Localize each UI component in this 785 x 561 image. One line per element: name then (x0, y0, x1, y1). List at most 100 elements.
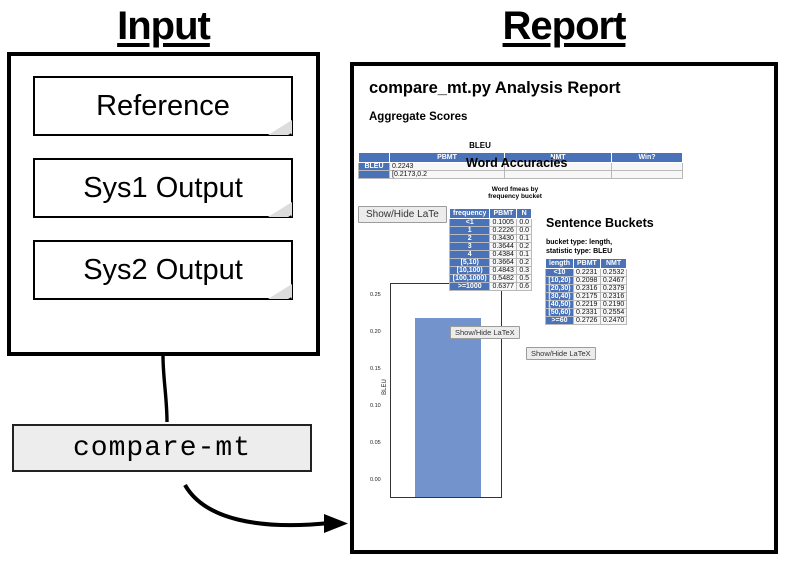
chart1-ytick: 0.00 (370, 477, 381, 483)
col-nmt: N (516, 208, 533, 219)
table-header-row: length PBMT NMT (545, 258, 628, 269)
input-document-label: Sys2 Output (83, 253, 243, 286)
chart1-ytick: 0.05 (370, 440, 381, 446)
col-pbmt: PBMT (489, 208, 518, 219)
cell-nmt: 0.5 (516, 274, 533, 283)
bucket-type-note: bucket type: length, statistic type: BLE… (546, 239, 613, 256)
cell-frequency: <1 (448, 218, 491, 227)
report-section-heading: Report (502, 4, 627, 48)
page-fold-icon (268, 284, 292, 299)
bleu-caption-text: BLEU (469, 141, 491, 150)
table-header-row: frequency PBMT N (448, 208, 533, 219)
cell-ci-nmt (504, 170, 612, 179)
sentence-buckets-heading: Sentence Buckets (546, 216, 654, 230)
cell-nmt: 0.2316 (599, 292, 628, 301)
cell-pbmt: 0.2331 (573, 308, 601, 317)
cell-nmt: 0.0 (516, 226, 533, 235)
cell-pbmt: 0.3664 (489, 258, 518, 267)
cell-pbmt: 0.6377 (489, 282, 518, 291)
cell-nmt: 0.1 (516, 250, 533, 259)
input-document-sys2[interactable]: Sys2 Output (33, 240, 293, 300)
show-hide-latex-button-1[interactable]: Show/Hide LaTe (358, 206, 447, 223)
cell-pbmt: 0.3430 (489, 234, 518, 243)
cell-frequency: [5,10) (448, 258, 491, 267)
cell-nmt: 0.2 (516, 258, 533, 267)
cell-pbmt: 0.2226 (489, 226, 518, 235)
input-document-sys1[interactable]: Sys1 Output (33, 158, 293, 218)
chart1-ytick: 0.15 (370, 366, 381, 372)
aggregate-bleu-chart: BLEU 0.25 0.20 0.15 0.10 0.05 0.00 (370, 283, 502, 498)
input-section-heading: Input (117, 4, 211, 48)
cell-length: [20,30) (545, 284, 574, 293)
cell-pbmt: 0.2219 (573, 300, 601, 309)
input-document-reference[interactable]: Reference (33, 76, 293, 136)
cell-length: [50,60) (545, 308, 574, 317)
cell-nmt: 0.2190 (599, 300, 628, 309)
cell-pbmt: 0.4843 (489, 266, 518, 275)
cell-ci-pbmt: [0.2173,0.2 (389, 170, 505, 179)
show-hide-latex-button-3[interactable]: Show/Hide LaTeX (526, 347, 596, 360)
cell-pbmt: 0.2175 (573, 292, 601, 301)
row-label-ci (358, 170, 390, 179)
input-panel: Reference Sys1 Output Sys2 Output (7, 52, 320, 356)
cell-nmt: 0.1 (516, 234, 533, 243)
cell-frequency: 1 (448, 226, 491, 235)
cell-length: >=60 (545, 316, 574, 325)
chart1-ylabel: BLEU (381, 379, 388, 395)
aggregate-bleu-table: PBMT NMT Win? BLEU 0.2243 [0.2173,0.2 (358, 152, 683, 179)
cell-nmt: 0.2470 (599, 316, 628, 325)
flow-arrows (161, 355, 348, 533)
cell-frequency: [100,1000) (448, 274, 491, 283)
cell-pbmt: 0.2726 (573, 316, 601, 325)
chart1-ytick: 0.25 (370, 292, 381, 298)
cell-nmt: 0.2 (516, 242, 533, 251)
cell-nmt: 0.2532 (599, 268, 628, 277)
cell-pbmt: 0.2231 (573, 268, 601, 277)
cell-ci-win (611, 170, 683, 179)
report-panel: compare_mt.py Analysis Report Aggregate … (350, 62, 778, 554)
cell-pbmt: 0.2098 (573, 276, 601, 285)
page-fold-icon (268, 120, 292, 135)
cell-length: [10,20) (545, 276, 574, 285)
word-accuracies-heading: Word Accuracies (466, 156, 568, 170)
cell-nmt: 0.2554 (599, 308, 628, 317)
chart1-ytick: 0.20 (370, 329, 381, 335)
cell-frequency: >=1000 (448, 282, 491, 291)
cell-length: <10 (545, 268, 574, 277)
report-title: compare_mt.py Analysis Report (369, 79, 621, 97)
col-pbmt: PBMT (573, 258, 601, 269)
word-fmeas-caption: Word fmeas by frequency bucket (488, 186, 542, 201)
bleu-table-caption: BLEU (410, 141, 550, 150)
cell-length: [30,40) (545, 292, 574, 301)
cell-frequency: 4 (448, 250, 491, 259)
cell-nmt: 0.0 (516, 218, 533, 227)
cell-pbmt: 0.5482 (489, 274, 518, 283)
show-hide-latex-button-2[interactable]: Show/Hide LaTeX (450, 326, 520, 339)
aggregate-scores-heading: Aggregate Scores (369, 111, 468, 123)
cell-nmt: 0.6 (516, 282, 533, 291)
compare-mt-tool-box[interactable]: compare-mt (12, 424, 312, 472)
input-document-label: Reference (96, 89, 230, 122)
col-frequency: frequency (448, 208, 491, 219)
cell-pbmt: 0.4384 (489, 250, 518, 259)
chart1-ytick: 0.10 (370, 403, 381, 409)
cell-nmt: 0.3 (516, 266, 533, 275)
cell-nmt: 0.2379 (599, 284, 628, 293)
table-row: [0.2173,0.2 (358, 170, 683, 179)
